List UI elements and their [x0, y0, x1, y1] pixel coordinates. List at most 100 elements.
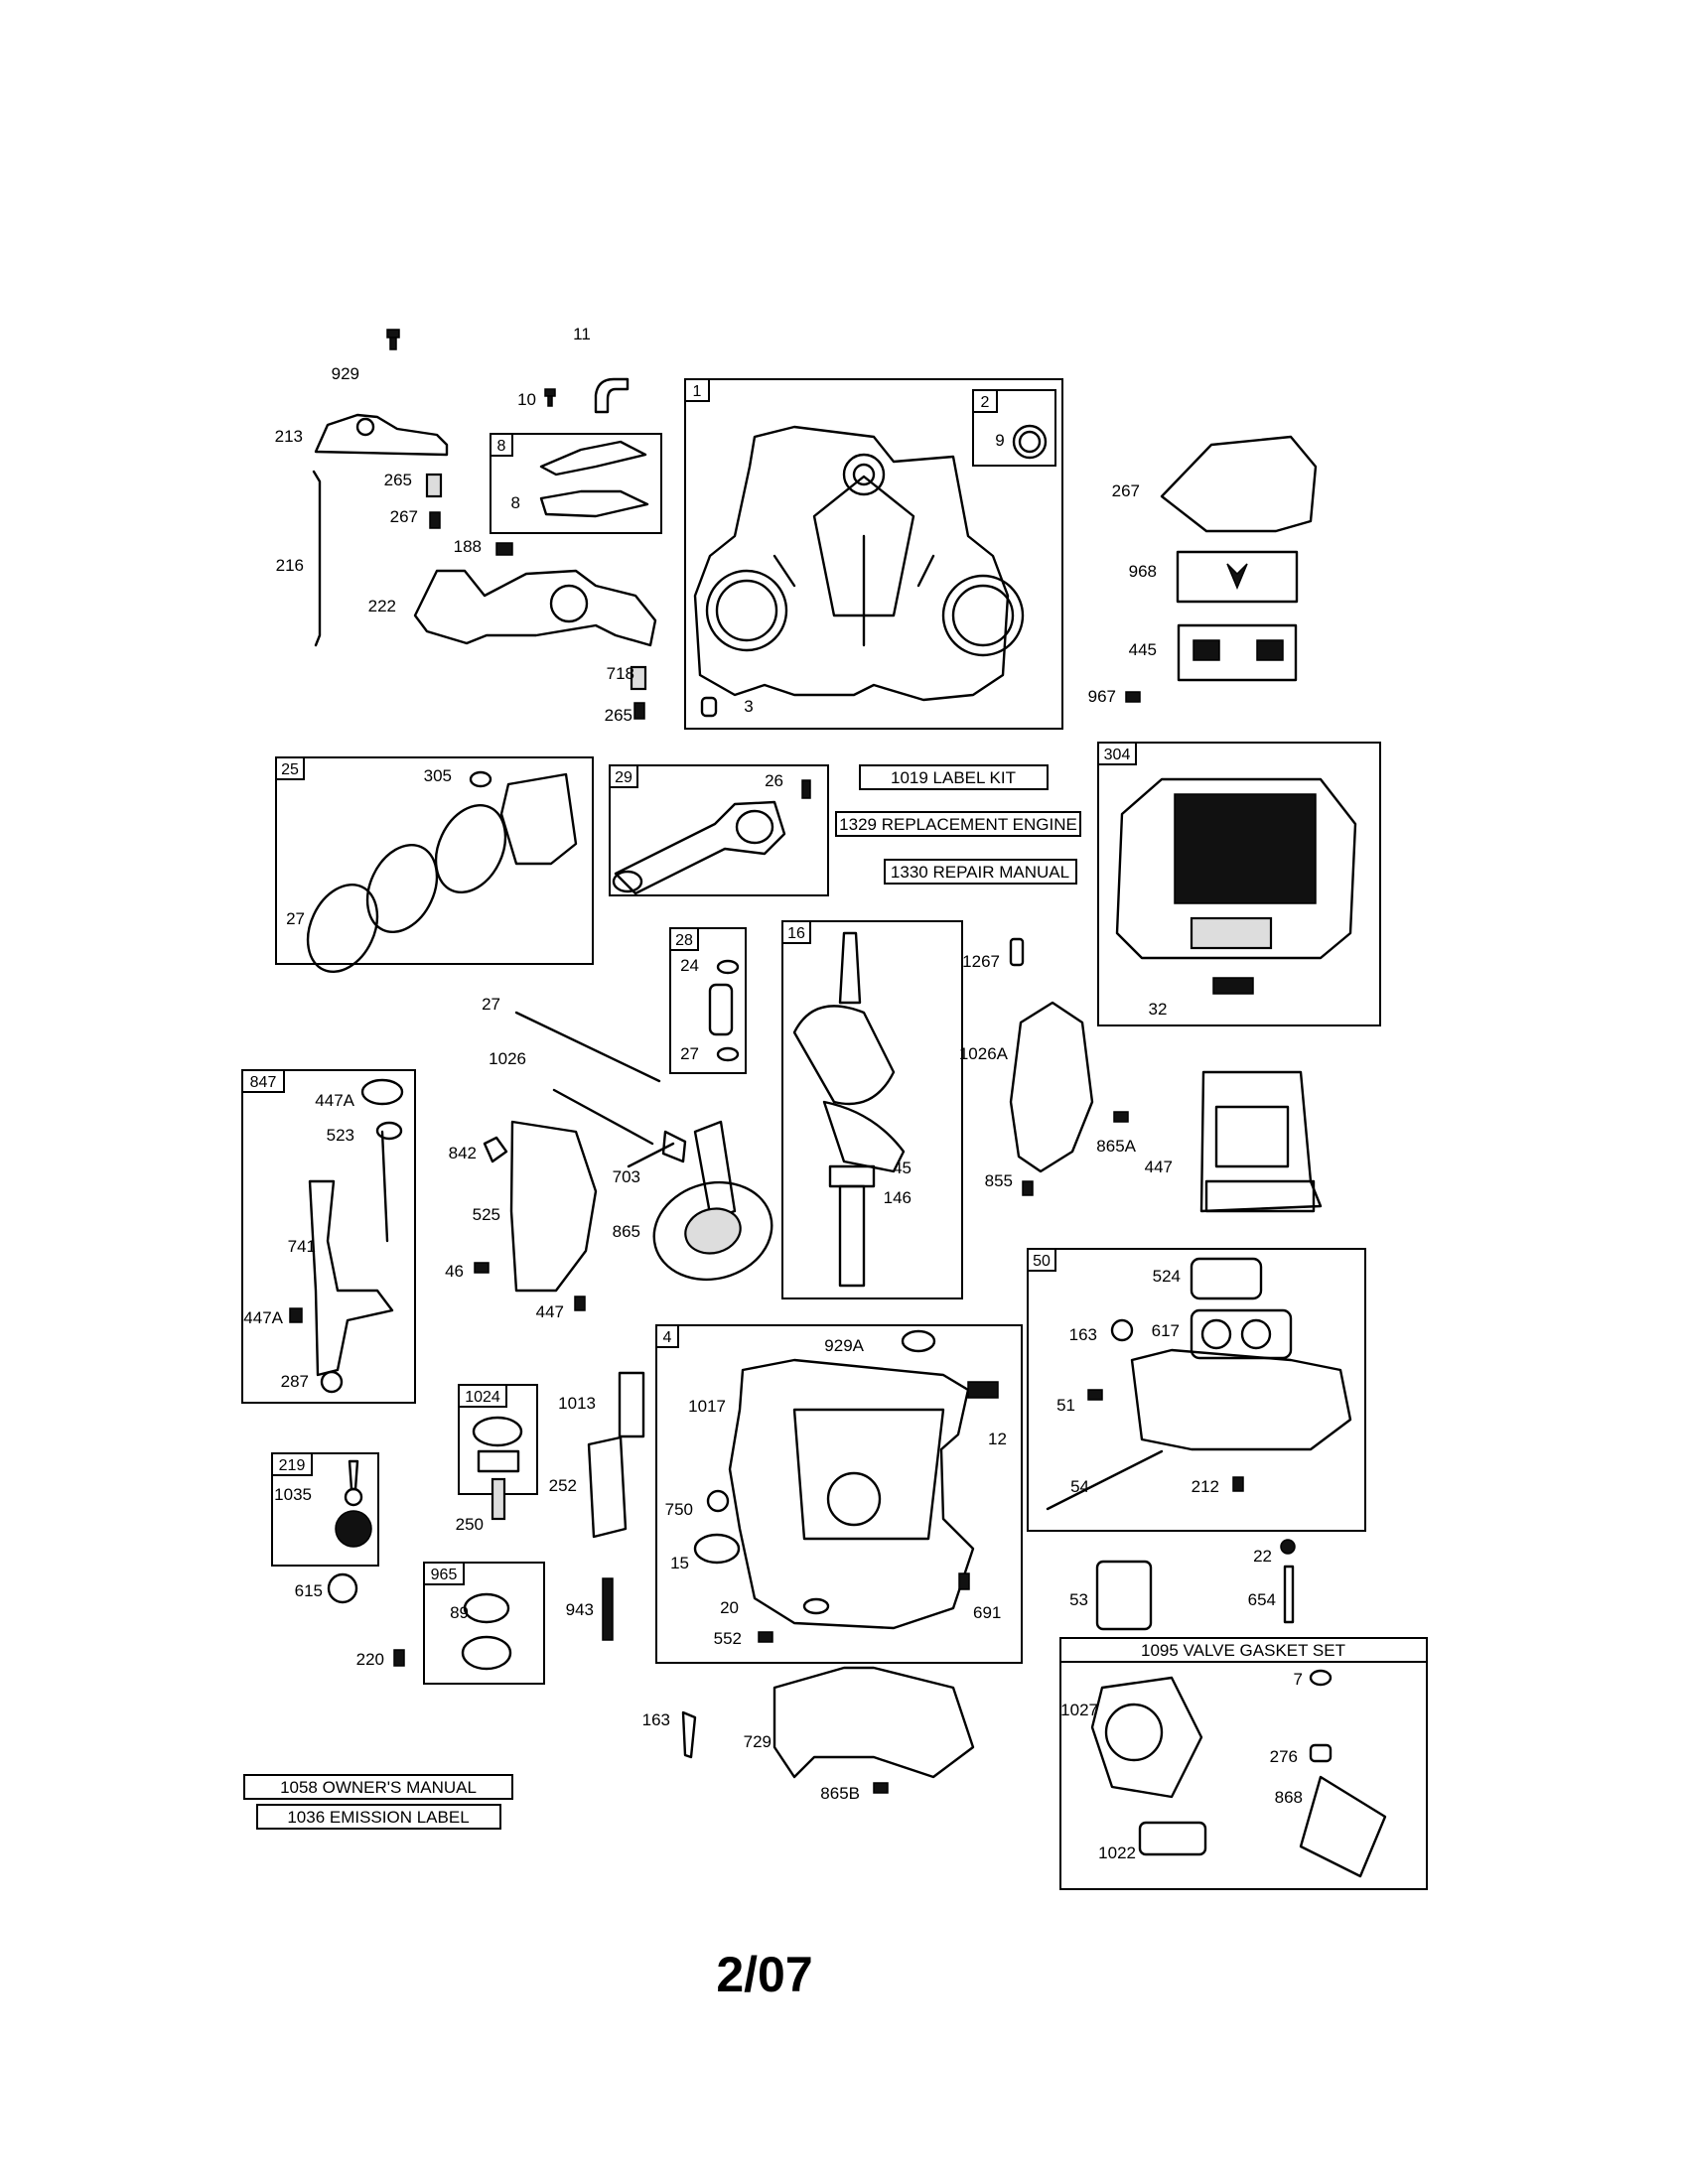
engine-block-1 — [693, 425, 1025, 702]
shroud-865B — [772, 1666, 975, 1779]
group-box-847: 847 — [241, 1069, 416, 1404]
group-box-25: 25 — [275, 756, 594, 965]
callout-label: 617 — [1152, 1321, 1180, 1340]
clip-703 — [483, 1136, 508, 1163]
clip-27-top — [716, 959, 740, 975]
callout-label: 11 — [573, 325, 591, 343]
callout-label: 943 — [566, 1600, 594, 1619]
pin-24 — [1009, 937, 1025, 967]
callout-label: 691 — [973, 1603, 1001, 1622]
nut-654 — [1280, 1539, 1296, 1555]
prefilter-967-mark-left — [1193, 639, 1220, 661]
valve-45 — [627, 1130, 687, 1168]
callout-label: 12 — [988, 1430, 1007, 1448]
callout-label: 447 — [536, 1302, 564, 1321]
title-box-label-kit: 1019 LABEL KIT — [859, 764, 1049, 790]
bracket-222-pulley — [549, 584, 589, 623]
screw-305 — [1125, 691, 1141, 703]
screw-188 — [495, 542, 513, 556]
screw-447A-bottom — [873, 1782, 889, 1794]
prefilter-967 — [1177, 623, 1298, 682]
callout-label: 10 — [517, 390, 536, 409]
callout-label: 188 — [454, 537, 482, 556]
ring-3-inner — [1018, 430, 1042, 454]
callout-label: 163 — [1069, 1325, 1097, 1344]
page-code: 2/07 — [716, 1947, 813, 2002]
box-label-25: 25 — [281, 761, 299, 778]
clip-265-top — [425, 473, 443, 498]
group-box-1: 1 — [684, 378, 1063, 730]
callout-label: 7 — [1294, 1670, 1303, 1689]
part-252 — [618, 1371, 645, 1438]
box-label-50: 50 — [1033, 1253, 1051, 1270]
callout-label: 718 — [607, 664, 634, 683]
blower-housing-304 — [1115, 777, 1357, 995]
callout-label: 842 — [449, 1144, 477, 1162]
callout-label: 525 — [473, 1205, 500, 1224]
box-label-304: 304 — [1104, 747, 1131, 763]
callout-label: 220 — [356, 1650, 384, 1669]
elbow-11 — [594, 377, 630, 414]
callout-label: 212 — [1192, 1477, 1219, 1496]
callout-label: 250 — [456, 1515, 484, 1534]
box-label-2: 2 — [981, 394, 990, 411]
callout-label: 27 — [286, 909, 305, 928]
callout-label: 967 — [1088, 687, 1116, 706]
clip-265-bottom — [630, 665, 647, 691]
prefilter-967-mark-right — [1256, 639, 1284, 661]
ring-3 — [1012, 424, 1048, 460]
callout-label: 265 — [605, 706, 632, 725]
group-box-2: 2 — [972, 389, 1056, 467]
callout-labels: 9291110213265267216188222893718265267968… — [243, 325, 1303, 1862]
screw-267-bottom — [633, 702, 645, 720]
valve-gasket-set-1095 — [1090, 1669, 1387, 1878]
box-label-847: 847 — [250, 1074, 277, 1091]
callout-label: 276 — [1270, 1747, 1298, 1766]
shroud-865 — [509, 1120, 598, 1293]
callout-label: 929A — [824, 1336, 864, 1355]
callout-label: 252 — [549, 1476, 577, 1495]
box-label-1: 1 — [693, 383, 702, 400]
callout-label: 1026A — [959, 1044, 1009, 1063]
clip-729 — [681, 1710, 697, 1759]
filter-445-pattern — [1226, 563, 1248, 590]
callout-label: 703 — [613, 1167, 640, 1186]
box-label-8: 8 — [497, 438, 506, 455]
stud-53 — [1283, 1565, 1295, 1624]
callout-label: 552 — [714, 1629, 742, 1648]
callout-label: 855 — [985, 1171, 1013, 1190]
callout-label: 865A — [1096, 1137, 1136, 1156]
title-box-repair-manual: 1330 REPAIR MANUAL — [884, 859, 1077, 885]
callout-label: 163 — [642, 1710, 670, 1729]
group-box-4: 4 — [655, 1324, 1023, 1664]
piston-pin-28 — [708, 983, 734, 1036]
screw-750 — [393, 1649, 405, 1667]
screw-447A-right — [1022, 1180, 1034, 1196]
callout-label: 523 — [327, 1126, 354, 1145]
pin-718 — [700, 696, 718, 718]
svg-text:1019 LABEL KIT: 1019 LABEL KIT — [891, 768, 1016, 787]
screw-267-top — [429, 511, 441, 529]
box-label-16: 16 — [787, 925, 805, 942]
callout-label: 1267 — [962, 952, 1000, 971]
callout-label: 1013 — [558, 1394, 596, 1413]
callout-label: 46 — [445, 1262, 464, 1281]
box-label-28: 28 — [675, 932, 693, 949]
callout-label: 216 — [276, 556, 304, 575]
box-label-29: 29 — [615, 769, 632, 786]
group-box-50: 50 — [1027, 1248, 1366, 1532]
callout-label: 22 — [1253, 1547, 1272, 1566]
svg-text:1329 REPLACEMENT ENGINE: 1329 REPLACEMENT ENGINE — [839, 815, 1077, 834]
bolt-929 — [386, 329, 400, 350]
group-box-965: 965 — [423, 1562, 545, 1685]
callout-label: 305 — [424, 766, 452, 785]
screw-447-left — [474, 1262, 490, 1274]
group-box-8: 8 — [490, 433, 662, 534]
callout-label: 222 — [368, 597, 396, 615]
box-label-4: 4 — [663, 1329, 672, 1346]
callout-label: 213 — [275, 427, 303, 446]
callout-label: 865B — [820, 1784, 860, 1803]
shroud-865A — [1009, 1001, 1094, 1173]
callout-label: 54 — [1070, 1477, 1089, 1496]
intake-855 — [1199, 1070, 1323, 1213]
